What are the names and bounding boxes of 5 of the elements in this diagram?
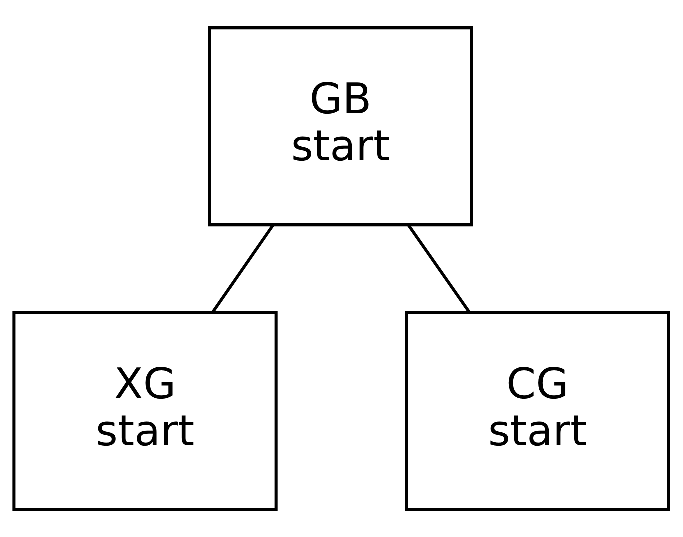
connector [211,224,275,314]
node-box: XG start [12,310,278,511]
node-box: CG start [405,310,670,511]
connector [407,224,472,314]
node-box: GB start [208,26,474,226]
